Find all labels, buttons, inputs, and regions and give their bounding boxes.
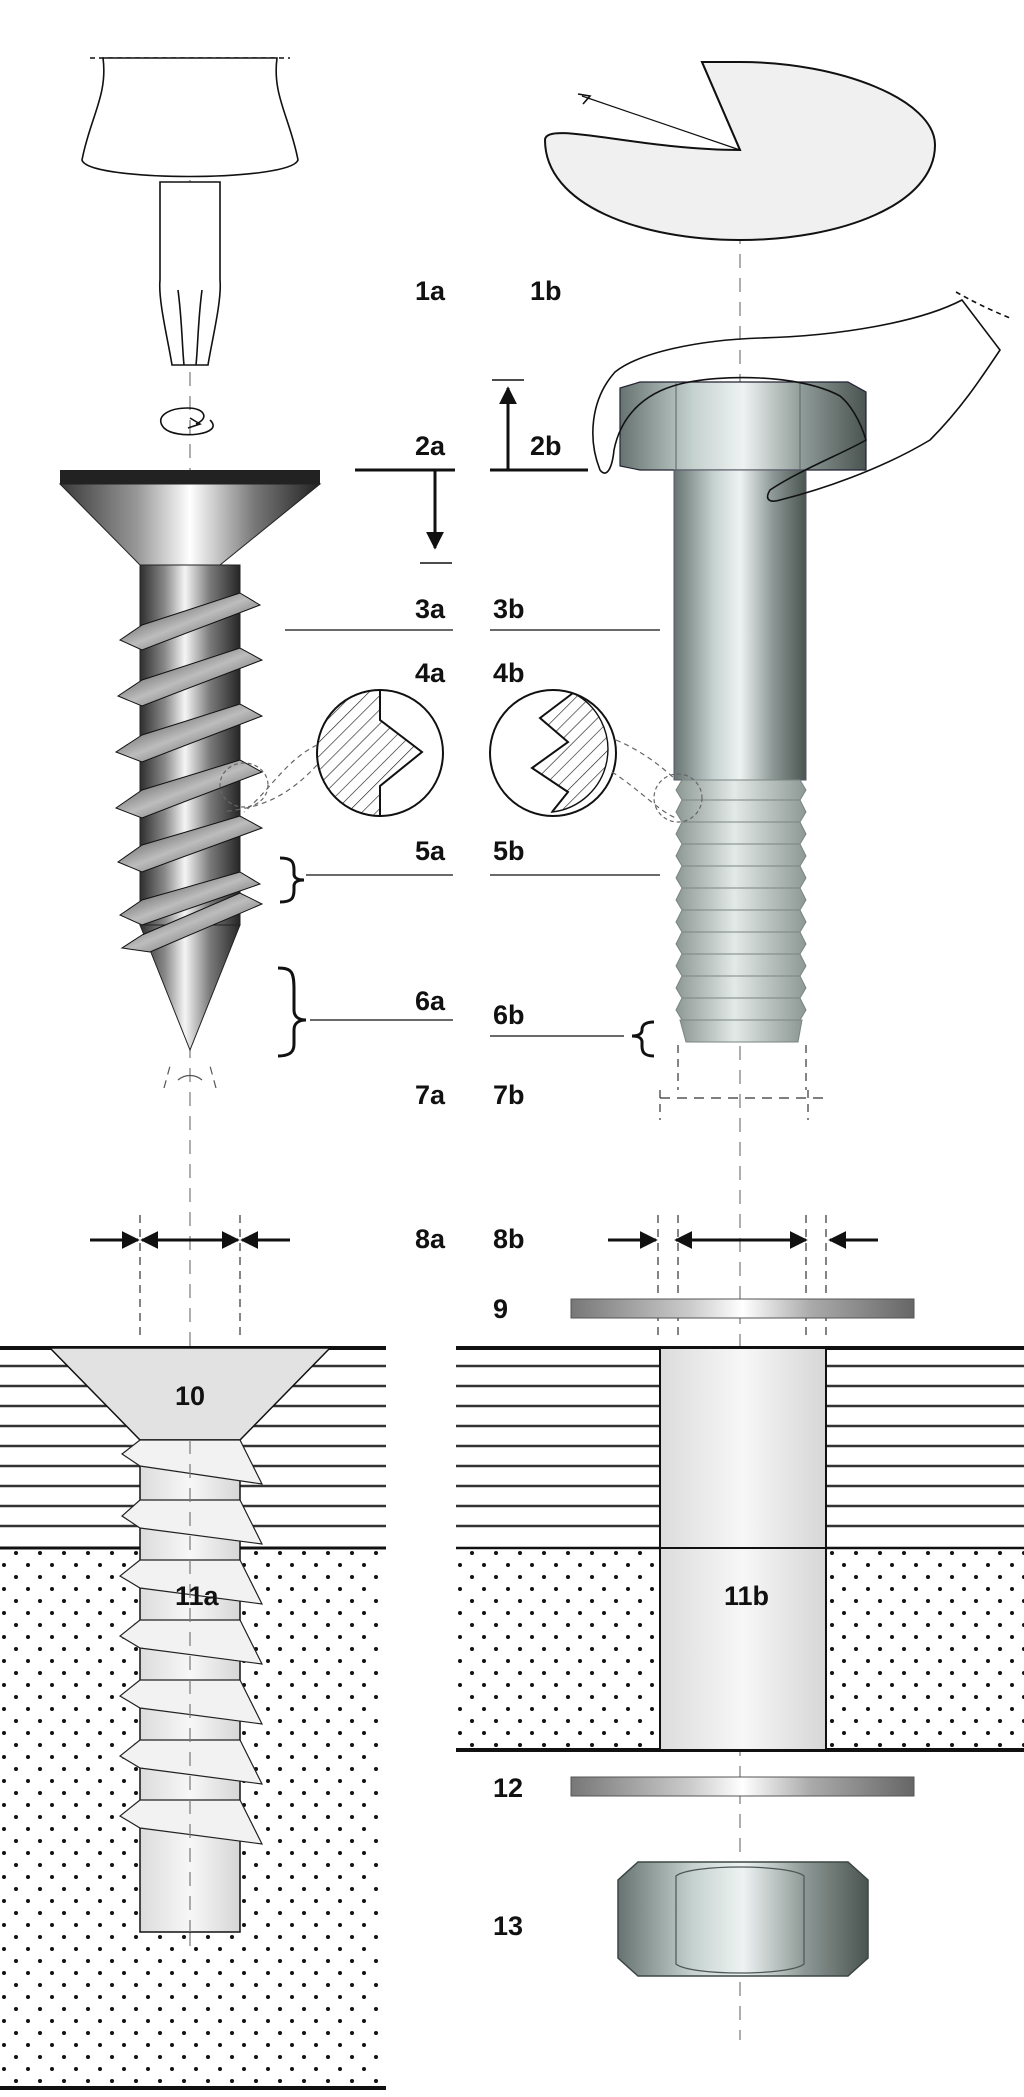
bolt-head — [619, 381, 867, 471]
screwdriver-icon — [81, 57, 299, 366]
thread-section-bolt — [489, 689, 703, 823]
leader-lines — [285, 629, 660, 1037]
label-8b: 8b — [493, 1224, 525, 1254]
screw-head-cone — [58, 483, 322, 566]
label-4b: 4b — [493, 658, 525, 688]
bolt-threads — [675, 779, 807, 1043]
label-12: 12 — [493, 1773, 523, 1803]
label-8a: 8a — [415, 1224, 446, 1254]
bolt-joint — [456, 1346, 1024, 1752]
wood-screw — [58, 470, 322, 1089]
rotation-arrow-icon — [159, 407, 214, 436]
labels: 1a 1b 2a 2b 3a 3b 4a 4b 5a 5b 6a 6b 7a 7… — [175, 276, 769, 1941]
label-1b: 1b — [530, 276, 562, 306]
thread-section-wood — [219, 689, 444, 817]
screw-head-top — [60, 470, 320, 484]
label-6a: 6a — [415, 986, 446, 1016]
label-2a: 2a — [415, 431, 446, 461]
label-3b: 3b — [493, 594, 525, 624]
nut — [617, 1861, 869, 1977]
label-4a: 4a — [415, 658, 446, 688]
dimension-guides — [139, 1215, 827, 1340]
label-7b: 7b — [493, 1080, 525, 1110]
washer-top — [570, 1298, 915, 1319]
label-1a: 1a — [415, 276, 446, 306]
direction-arrows — [355, 379, 588, 564]
braces — [277, 856, 655, 1058]
label-11a: 11a — [175, 1581, 220, 1611]
washer-bottom — [570, 1776, 915, 1797]
screw-threads — [114, 592, 264, 953]
wrench-icon — [592, 291, 1011, 502]
label-3a: 3a — [415, 594, 446, 624]
bolt-shank — [673, 469, 807, 781]
label-11b: 11b — [724, 1581, 769, 1611]
label-5a: 5a — [415, 836, 446, 866]
label-7a: 7a — [415, 1080, 446, 1110]
label-10: 10 — [175, 1381, 205, 1411]
bolt — [619, 381, 867, 1120]
wrench-rotation-icon — [543, 61, 937, 242]
label-5b: 5b — [493, 836, 525, 866]
label-6b: 6b — [493, 1000, 525, 1030]
label-9: 9 — [493, 1294, 508, 1324]
wood-screw-joint — [0, 1346, 386, 2090]
label-13: 13 — [493, 1911, 523, 1941]
label-2b: 2b — [530, 431, 562, 461]
